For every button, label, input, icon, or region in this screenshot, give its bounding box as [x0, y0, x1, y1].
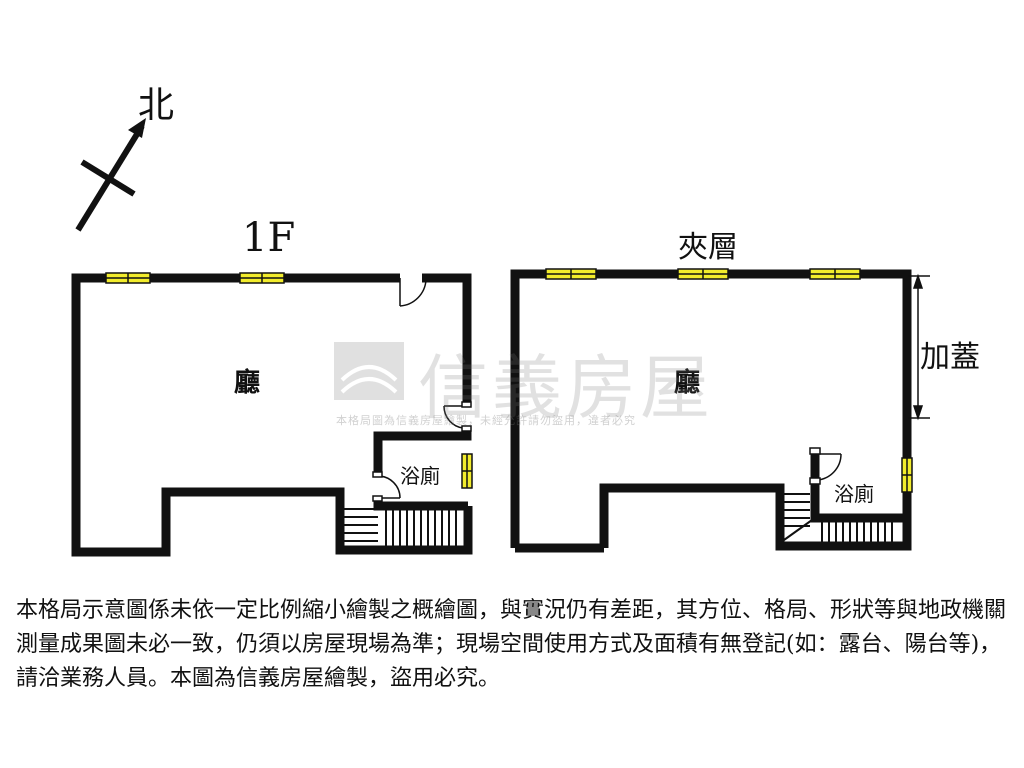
mezzanine-hall-label: 廳 — [674, 368, 701, 398]
watermark-brand: 信義房屋 — [418, 347, 714, 429]
mezzanine-bath-label: 浴廁 — [834, 482, 874, 506]
floor1-door-jambs — [372, 401, 472, 502]
watermark-logo-icon — [334, 342, 404, 400]
floor1-title: 1F — [242, 215, 296, 261]
floor1-bath-label: 浴廁 — [400, 464, 440, 488]
watermark-notice: 本格局圖為信義房屋繪製，未經允許請勿盜用，違者必究 — [336, 414, 636, 427]
mezzanine-stairs — [783, 493, 893, 542]
disclaimer-text: 本格局示意圖係未依一定比例縮小繪製之概繪圖，與實況仍有差距，其方位、格局、形狀等… — [16, 598, 1007, 691]
mezzanine-windows — [545, 268, 913, 493]
floor1-stairs — [344, 508, 457, 546]
north-arrow-icon — [75, 118, 146, 232]
floor1-hall-label: 廳 — [234, 368, 261, 398]
addon-label: 加蓋 — [920, 340, 980, 375]
mezzanine-title: 夾層 — [678, 230, 738, 265]
addon-dimension-line — [908, 273, 930, 421]
floor1-windows — [105, 272, 473, 489]
north-label: 北 — [138, 85, 175, 126]
